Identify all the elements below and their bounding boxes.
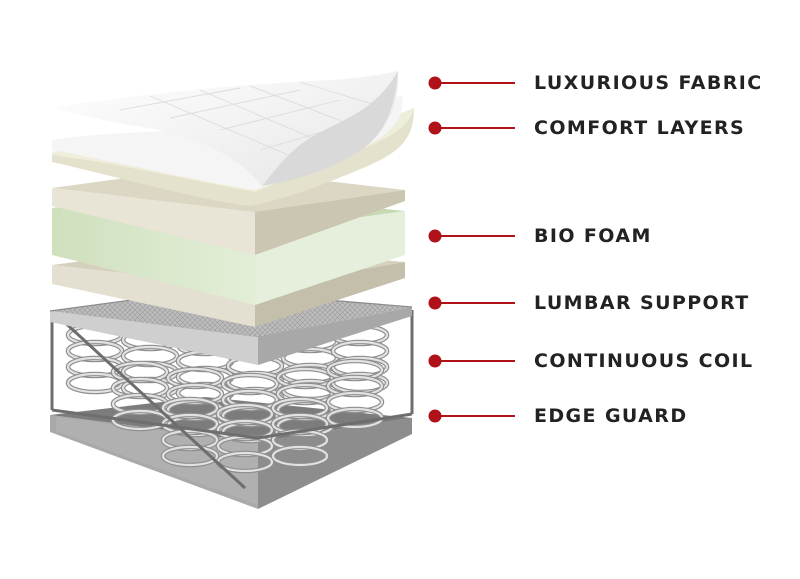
label-lumbar-support: LUMBAR SUPPORT	[534, 292, 750, 314]
callout-dot-comfort-layers	[428, 121, 442, 135]
callout-dot-luxurious-fabric	[428, 76, 442, 90]
coil-spring	[160, 396, 220, 468]
callout-dot-continuous-coil	[428, 354, 442, 368]
callout-dot-edge-guard	[428, 409, 442, 423]
label-bio-foam: BIO FOAM	[534, 225, 652, 247]
label-edge-guard: EDGE GUARD	[534, 405, 688, 427]
callout-markers	[428, 76, 515, 423]
label-comfort-layers: COMFORT LAYERS	[534, 117, 746, 139]
coil-spring	[110, 360, 170, 432]
coil-spring	[65, 323, 125, 395]
label-luxurious-fabric: LUXURIOUS FABRIC	[534, 72, 763, 94]
label-continuous-coil: CONTINUOUS COIL	[534, 350, 754, 372]
callout-dot-lumbar-support	[428, 296, 442, 310]
continuous-coil-layer	[50, 308, 414, 490]
callout-dot-bio-foam	[428, 229, 442, 243]
coil-spring	[270, 396, 330, 468]
luxurious-fabric-layer	[52, 71, 399, 186]
coil-spring	[325, 358, 385, 430]
